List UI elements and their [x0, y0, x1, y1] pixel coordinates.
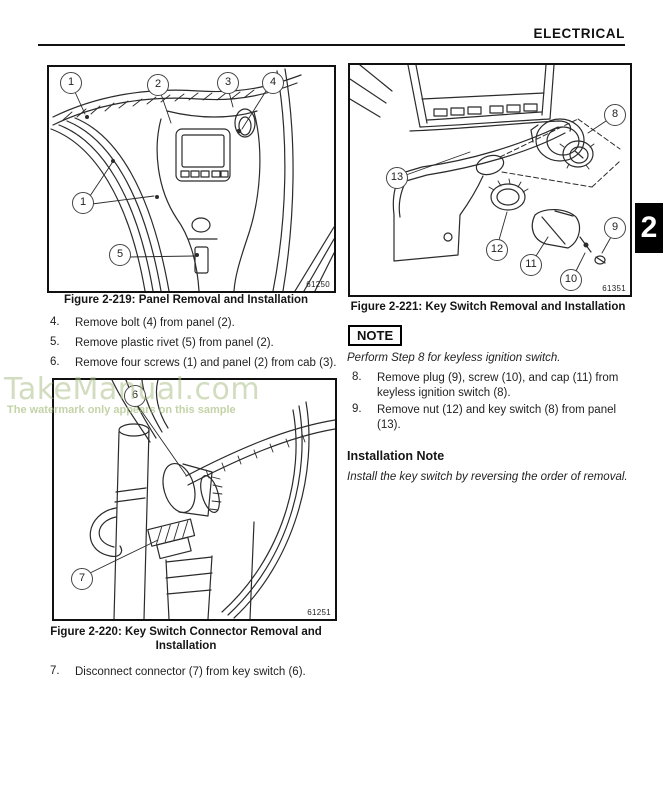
note-body: Perform Step 8 for keyless ignition swit… [347, 352, 561, 364]
step-7-number: 7. [50, 665, 60, 677]
callout-13: 13 [386, 167, 408, 189]
nut [488, 178, 529, 211]
display-monitor [175, 128, 231, 182]
chapter-tab: 2 [635, 203, 663, 253]
header-rule [38, 44, 625, 46]
callout-10: 10 [560, 269, 582, 291]
callout-1b: 1 [72, 192, 94, 214]
installation-note-heading: Installation Note [347, 449, 445, 463]
callout-5: 5 [109, 244, 131, 266]
key-switch-connector-illustration [89, 380, 335, 619]
step-5-text: Remove plastic rivet (5) from panel (2). [75, 337, 274, 349]
figure-2-220-caption-line1: Figure 2-220: Key Switch Connector Remov… [50, 626, 322, 638]
step-6-text: Remove four screws (1) and panel (2) fro… [75, 357, 337, 369]
display-monitor [407, 65, 572, 132]
callout-11: 11 [520, 254, 542, 276]
callout-9: 9 [604, 217, 626, 239]
callout-8: 8 [604, 104, 626, 126]
figure-2-219-caption: Figure 2-219: Panel Removal and Installa… [63, 294, 309, 306]
note-label: NOTE [348, 325, 403, 346]
connector-block [147, 518, 196, 560]
step-9-text: Remove nut (12) and key switch (8) from … [377, 404, 617, 431]
callout-12: 12 [486, 239, 508, 261]
step-7-text: Disconnect connector (7) from key switch… [75, 666, 306, 678]
step-4-number: 4. [50, 316, 60, 328]
key-switch-body [162, 463, 223, 517]
callout-3: 3 [217, 72, 239, 94]
callout-7: 7 [71, 568, 93, 590]
callout-6: 6 [124, 385, 146, 407]
callout-1: 1 [60, 72, 82, 94]
panel-removal-illustration [50, 68, 334, 291]
step-8-number: 8. [352, 371, 362, 383]
page-header-title: ELECTRICAL [533, 26, 625, 41]
figure-2-221: 8 13 12 11 9 10 61351 [348, 63, 632, 297]
column-post [113, 423, 150, 619]
figure-2-221-caption: Figure 2-221: Key Switch Removal and Ins… [350, 301, 626, 313]
figure-2-220: 6 7 61251 [52, 378, 337, 621]
key-switch [530, 118, 595, 170]
figure-image-number: 61250 [306, 280, 330, 289]
figure-image-number: 61351 [602, 284, 626, 293]
installation-note-body: Install the key switch by reversing the … [347, 471, 628, 483]
step-6-number: 6. [50, 356, 60, 368]
callout-2: 2 [147, 74, 169, 96]
cap [531, 209, 581, 249]
key-switch-removal-illustration [350, 65, 621, 272]
figure-2-219: 1 2 3 4 1 5 61250 [47, 65, 336, 293]
step-4-text: Remove bolt (4) from panel (2). [75, 317, 235, 329]
figure-image-number: 61251 [307, 608, 331, 617]
plug [594, 255, 606, 265]
callout-4: 4 [262, 72, 284, 94]
step-9-number: 9. [352, 403, 362, 415]
figure-2-220-caption-line2: Installation [155, 640, 217, 652]
step-8-text: Remove plug (9), screw (10), and cap (11… [377, 372, 619, 399]
step-5-number: 5. [50, 336, 60, 348]
